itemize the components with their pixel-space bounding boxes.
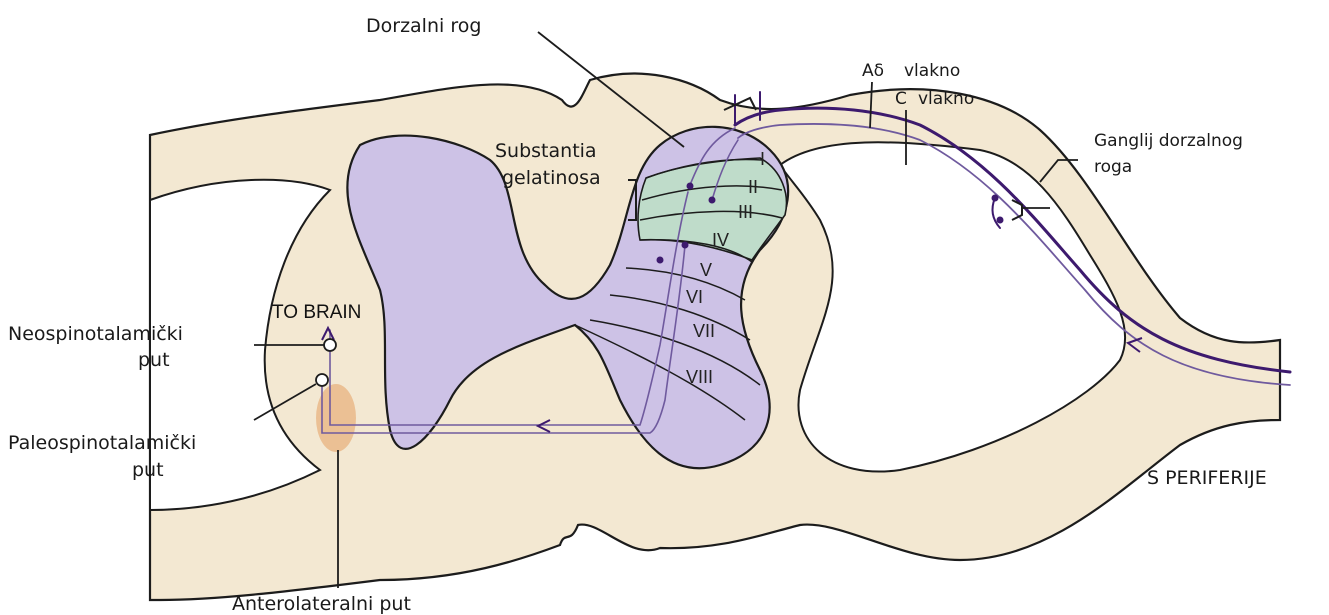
lamina-v: V <box>700 260 712 280</box>
lamina-ii: II <box>748 177 758 197</box>
label-dorsal-horn: Dorzalni rog <box>366 15 481 37</box>
label-to-brain: TO BRAIN <box>272 302 361 323</box>
lamina-iv: IV <box>712 230 729 250</box>
lamina-vi: VI <box>686 287 703 307</box>
lamina-i: I <box>760 149 765 169</box>
label-c-word: vlakno <box>918 89 974 109</box>
label-c-symbol: C <box>895 89 907 109</box>
label-neo-line2: put <box>138 349 170 371</box>
label-anterolateral: Anterolateralni put <box>232 593 411 615</box>
label-ganglion-line2: roga <box>1094 157 1132 177</box>
label-paleo-line1: Paleospinotalamički <box>8 432 196 454</box>
paleospinothalamic-marker <box>316 374 328 386</box>
label-neo-line1: Neospinotalamički <box>8 323 183 345</box>
label-periphery: S PERIFERIJE <box>1147 467 1267 489</box>
lamina-viii: VIII <box>686 367 713 387</box>
label-a-delta-symbol: Aδ <box>862 61 884 81</box>
lamina-iii: III <box>738 202 753 222</box>
label-paleo-line2: put <box>132 459 164 481</box>
lamina-vii: VII <box>693 321 715 341</box>
neospinothalamic-marker <box>324 339 336 351</box>
label-substantia-line2: gelatinosa <box>502 167 601 189</box>
label-substantia-line1: Substantia <box>495 140 597 162</box>
label-a-delta-word: vlakno <box>904 61 960 81</box>
label-ganglion-line1: Ganglij dorzalnog <box>1094 131 1243 151</box>
